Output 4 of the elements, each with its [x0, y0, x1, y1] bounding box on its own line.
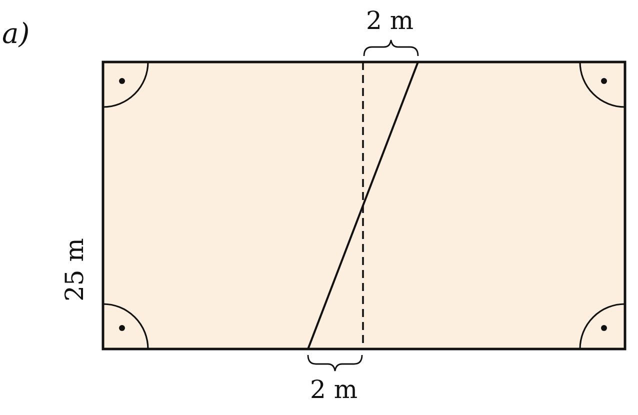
dimension-label: 25 m	[62, 238, 87, 302]
figure-label: a)	[2, 20, 30, 48]
dimension-label: 2 m	[366, 8, 414, 33]
dimension-label: 2 m	[310, 377, 358, 402]
